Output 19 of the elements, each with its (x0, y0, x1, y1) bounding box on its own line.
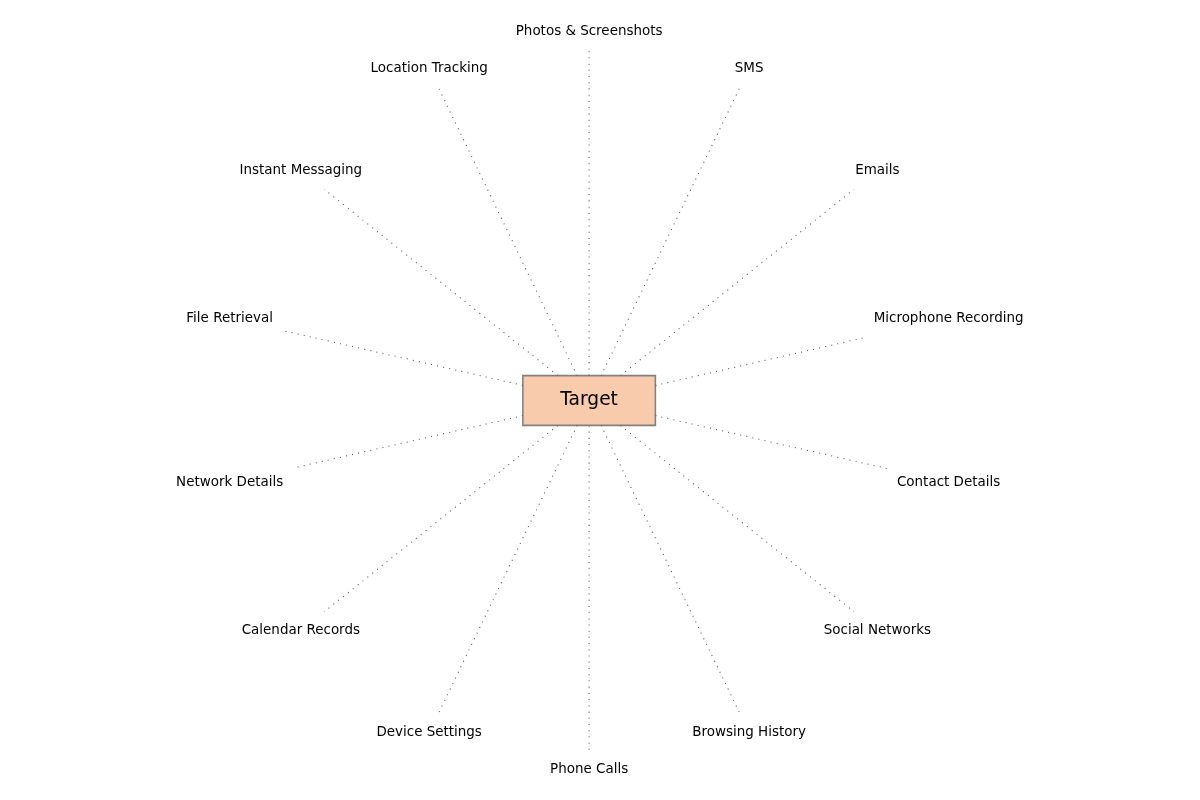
connector (600, 86, 741, 376)
node-text: Social Networks (823, 621, 932, 637)
node-text: Microphone Recording (873, 309, 1024, 325)
node-text: Location Tracking (370, 59, 488, 75)
connector (437, 424, 578, 714)
node-text: Emails (855, 161, 900, 177)
node-text: Network Details (176, 473, 284, 489)
connector (600, 424, 741, 714)
node-box: Target (522, 374, 657, 426)
node-text: Instant Messaging (239, 161, 363, 177)
node-text: Phone Calls (550, 760, 629, 776)
node-text: SMS (734, 59, 764, 75)
node-text: Calendar Records (241, 621, 360, 637)
node-text: Device Settings (376, 723, 482, 739)
node-text: File Retrieval (186, 309, 273, 325)
node-text: Browsing History (692, 723, 806, 739)
node-text: Photos & Screenshots (515, 22, 663, 38)
node-text: Contact Details (896, 473, 1001, 489)
connector (437, 86, 578, 376)
